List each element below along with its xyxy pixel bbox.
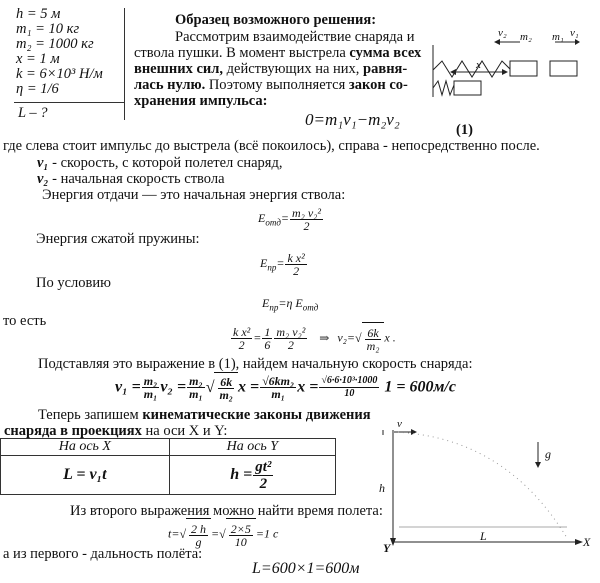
spring-diagram-svg xyxy=(432,39,580,97)
substitute-text: Подставляя это выражение в (1), найдем н… xyxy=(38,356,473,372)
trajectory-graph: v g h Y L X xyxy=(355,418,600,579)
label-v1: v₁ xyxy=(570,27,579,39)
label-l: L xyxy=(480,529,487,543)
given-eta: η = 1/6 xyxy=(16,81,59,97)
recoil-text: Энергия отдачи — это начальная энергия с… xyxy=(42,187,346,203)
label-m2: m₂ xyxy=(520,31,532,43)
label-v2: v₂ xyxy=(498,27,507,39)
label-y-axis: Y xyxy=(383,541,391,555)
second-expression-text: Из второго выражения можно найти время п… xyxy=(70,503,383,519)
given-m1: m₁ = 10 кг xyxy=(16,21,80,37)
para-line: хранения импульса: xyxy=(134,93,268,109)
header-y-axis: На ось Y xyxy=(168,438,337,456)
that-is-text: то есть xyxy=(3,313,47,329)
equation-number: (1) xyxy=(456,122,473,138)
trajectory-svg xyxy=(382,429,583,546)
condition-text: По условию xyxy=(36,275,111,291)
given-x: x = 1 м xyxy=(16,51,60,67)
v2-definition: v₂ - начальная скорость ствола xyxy=(37,171,225,187)
given-vertical-line xyxy=(124,8,125,120)
given-h: h = 5 м xyxy=(16,6,61,22)
label-m1: m₁ xyxy=(552,31,564,43)
kinematics-line2: снаряда в проекциях на оси X и Y: xyxy=(4,423,228,439)
para-line: Рассмотрим взаимодействие снаряда и xyxy=(175,29,415,45)
spring-text: Энергия сжатой пружины: xyxy=(36,231,200,247)
para-line: лась нулю. Поэтому выполняется закон со- xyxy=(134,77,408,93)
label-h: h xyxy=(379,481,385,495)
solution-title: Образец возможного решения: xyxy=(175,12,377,28)
label-x-axis: X xyxy=(583,535,591,549)
v1-definition: v₁ - скорость, с которой полетел снаряд, xyxy=(37,155,283,171)
range-result: L=600×1=600м xyxy=(252,560,360,577)
kinematics-line1: Теперь запишем кинематические законы дви… xyxy=(38,407,371,423)
momentum-equation: 0=m₁v₁−m₂v₂ xyxy=(305,110,400,129)
spring-diagram: v₂ m₂ m₁ v₁ x xyxy=(430,25,580,105)
label-g: g xyxy=(545,447,551,461)
header-x-axis: На ось X xyxy=(0,438,170,456)
para-line: внешних сил, действующих на них, равня- xyxy=(134,61,408,77)
label-v: v xyxy=(397,418,402,430)
label-x: x xyxy=(476,59,481,71)
find-label: L – ? xyxy=(18,105,48,121)
x-law: L = v₁t xyxy=(0,455,170,495)
condition-formula: Eпр=η Eотд xyxy=(262,296,319,313)
where-text: где слева стоит импульс до выстрела (всё… xyxy=(3,138,540,154)
para-line: ствола пушки. В момент выстрела сумма вс… xyxy=(134,45,422,61)
first-expression-text: а из первого - дальность полёта: xyxy=(3,546,203,562)
given-divider xyxy=(14,102,124,103)
given-m2: m₂ = 1000 кг xyxy=(16,36,94,52)
given-k: k = 6×10³ Н/м xyxy=(16,66,103,82)
